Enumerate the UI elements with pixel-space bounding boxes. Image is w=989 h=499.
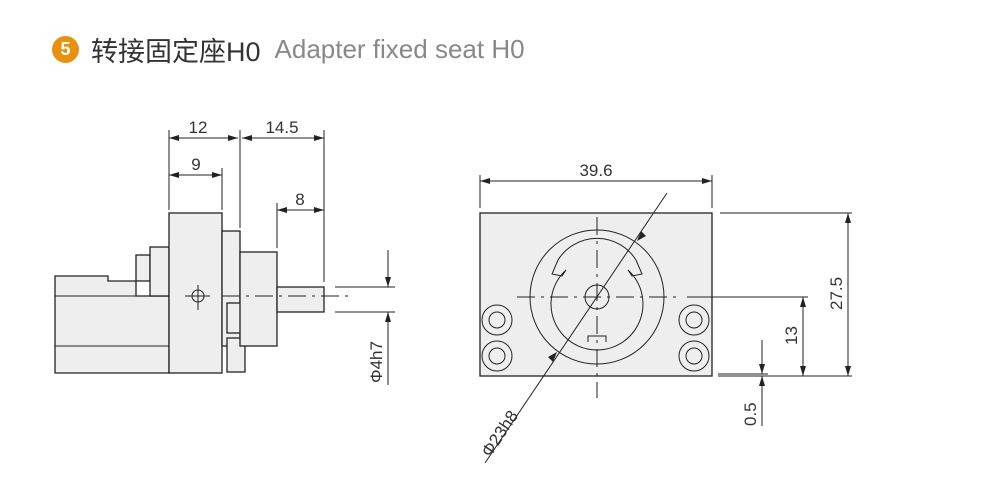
dim-8: 8 [295,190,304,209]
dim-center-height: 13 [782,326,801,345]
bolts [481,304,710,372]
title-english: Adapter fixed seat H0 [274,33,525,64]
side-view: 12 14.5 9 8 Φ4h7 [54,118,395,385]
section-title: 5 转接固定座H0 Adapter fixed seat H0 [52,30,525,68]
seat-front-block [479,212,713,377]
shaft [276,286,325,313]
section-number-badge: 5 [52,35,79,63]
front-view: 39.6 27.5 13 0.5 Φ23h8 [478,161,852,464]
dim-shaft-diameter: Φ4h7 [367,341,386,383]
dim-14-5: 14.5 [265,118,298,137]
diameter-leader [484,192,668,464]
dim-diameter: Φ23h8 [478,407,522,460]
dim-width: 39.6 [579,161,612,180]
dim-9: 9 [191,155,200,174]
title-chinese: 转接固定座H0 [91,36,261,67]
rail-block [149,246,170,297]
seat-main-block [168,212,223,374]
motor-flange [239,251,278,347]
dim-12: 12 [189,118,208,137]
dim-height: 27.5 [827,277,846,310]
keyed-bore [550,237,644,351]
dim-offset: 0.5 [741,402,760,426]
rail-block-small [135,254,151,282]
